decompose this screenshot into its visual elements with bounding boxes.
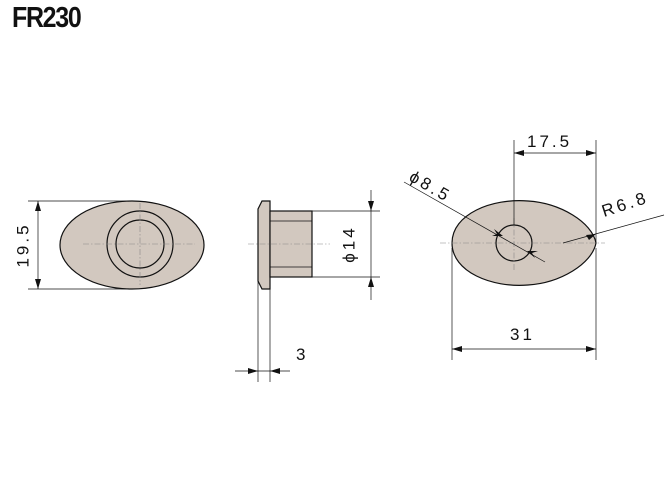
- dimension-hole-diameter-label: ϕ8.5: [406, 167, 455, 206]
- dimension-radius-label: R6.8: [599, 188, 650, 221]
- front-view: 19.5: [13, 200, 205, 290]
- dimension-hole-offset-label: 17.5: [527, 132, 572, 151]
- dimension-boss-diameter-label: ϕ14: [339, 225, 358, 262]
- side-view: ϕ14 3: [235, 190, 380, 382]
- dimension-thickness-label: 3: [296, 345, 308, 364]
- dimension-height-label: 19.5: [13, 222, 32, 267]
- plate-profile: [257, 200, 271, 290]
- part-number-title: FR230: [12, 2, 82, 34]
- dimension-width-label: 31: [510, 325, 535, 344]
- back-view: 17.5 ϕ8.5 R6.8 31: [403, 132, 665, 360]
